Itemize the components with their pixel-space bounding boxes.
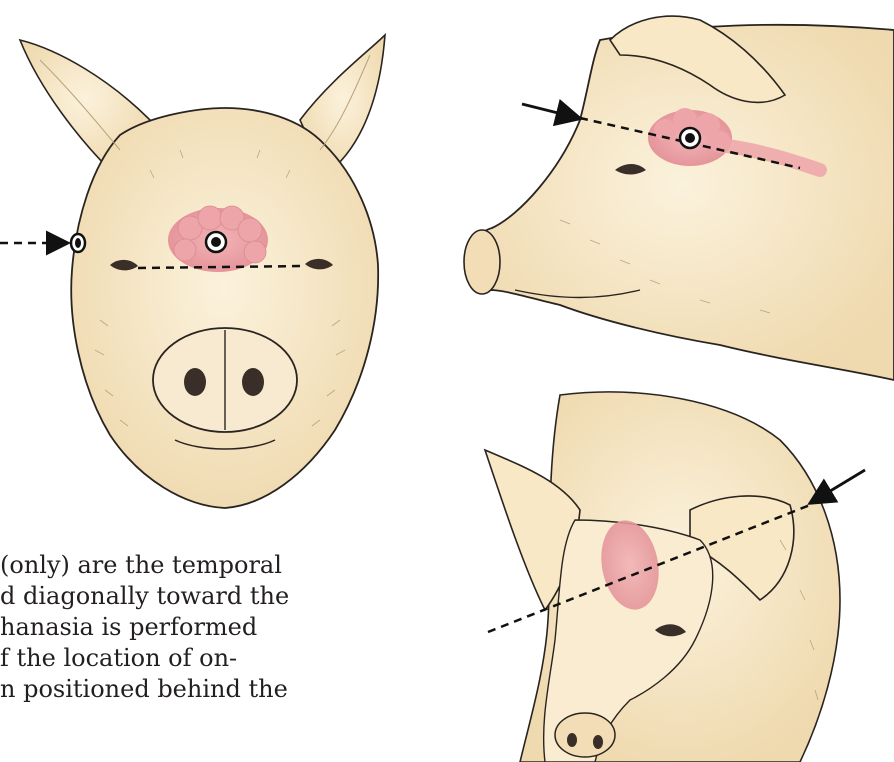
front-head	[71, 108, 378, 508]
oblique-arrow	[812, 470, 865, 502]
caption-line-4: f the location of on-	[0, 643, 380, 674]
left-nostril	[184, 368, 206, 396]
caption-line-5: n positioned behind the	[0, 674, 380, 705]
front-view-panel	[0, 35, 385, 508]
side-arrow	[522, 104, 578, 118]
oblique-snout	[555, 713, 615, 757]
caption-line-2: d diagonally toward the	[0, 581, 380, 612]
side-view-panel	[464, 16, 894, 380]
caption-line-1: (only) are the temporal	[0, 550, 380, 581]
side-head	[467, 25, 894, 380]
side-snout-end	[464, 230, 500, 294]
right-nostril	[242, 368, 264, 396]
oblique-view-panel	[485, 392, 865, 762]
caption-line-3: hanasia is performed	[0, 612, 380, 643]
